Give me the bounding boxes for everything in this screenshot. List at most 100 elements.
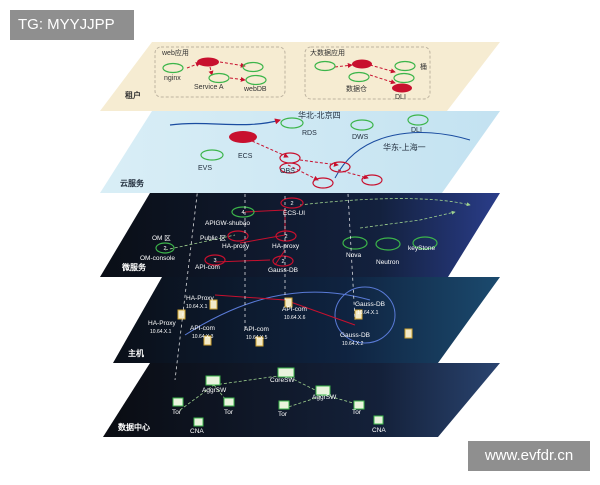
ha-proxy-2-label: HA-Proxy [148, 320, 177, 327]
cna-1-icon [193, 417, 204, 427]
nova-node [342, 236, 368, 250]
ha-proxy-2-ip: 10.64.X.1 [150, 329, 172, 335]
gauss-db-2-label: Gauss-DB [340, 332, 370, 339]
tor-3-icon [278, 400, 290, 410]
microservice-plane [100, 193, 500, 277]
webdb-node-1 [242, 61, 264, 73]
cna-1-label: CNA [190, 428, 204, 435]
evs-label: EVS [198, 165, 212, 172]
nginx-node [162, 62, 184, 74]
datacenter-plane [103, 363, 500, 437]
warehouse-label: 数据仓 [346, 84, 367, 93]
tor-4-icon [353, 400, 365, 410]
obs-node-2 [279, 162, 301, 174]
api-com-1-icon [203, 335, 212, 346]
host-layer-label: 主机 [128, 348, 144, 358]
apigw-label: APIGW-shubao [205, 220, 250, 227]
badge-4: 4 [241, 210, 244, 216]
ecs-ui-label: ECS-UI [283, 210, 305, 217]
layer-datacenter: AggrSW AggrSW CoreSW Tor Tor Tor Tor CNA… [103, 363, 500, 437]
service-a-node [208, 72, 230, 84]
tenant-red-links [186, 61, 396, 85]
ha-proxy-1-ip: 10.64.X.1 [186, 304, 208, 310]
rds-node [280, 117, 304, 129]
tor-1-label: Tor [172, 409, 182, 416]
om-console-label: OM-console [140, 255, 175, 262]
tenant-dli-node-1 [393, 72, 415, 84]
nginx-label: nginx [164, 75, 181, 82]
cloud-dli-label: DLI [411, 127, 422, 134]
ecs-label: ECS [238, 153, 253, 160]
tor-4-label: Tor [352, 409, 362, 416]
host-link-curve [184, 291, 371, 336]
dc-links [179, 374, 361, 411]
aggr-sw-2-label: AggrSW [312, 394, 337, 401]
watermark-top-left: TG: MYYJJPP [10, 10, 134, 40]
apigw-node [231, 206, 255, 218]
badge-3: 3 [213, 258, 216, 264]
region-east-label: 华东-上海一 [383, 142, 426, 152]
badge-2d: 2 [281, 259, 284, 265]
aggr-sw-2-icon [315, 385, 331, 396]
api-com-2-label: API-com [244, 326, 269, 333]
ha-proxy-1-label: HA-Proxy [186, 295, 215, 302]
obs-node-3 [329, 161, 351, 173]
service-a-label: Service A [194, 84, 224, 91]
tenant-dli-node-red [392, 83, 412, 93]
om-console-node [155, 242, 175, 254]
dc-icons [172, 367, 384, 427]
api-com-node [204, 254, 226, 266]
ha-proxy-a-label: HA-proxy [222, 243, 250, 250]
dws-label: DWS [352, 134, 369, 141]
region-north-label: 华北-北京四 [298, 110, 341, 120]
core-sw-label: CoreSW [270, 377, 295, 384]
cloud-plane [100, 111, 500, 193]
cloud-nodes [200, 114, 429, 189]
api-com-label: API-com [195, 264, 220, 271]
api-com-2-ip: 10.64.X.5 [246, 335, 268, 341]
keystone-node [412, 236, 438, 250]
gauss-db-2-icon [404, 328, 413, 339]
api-com-3-label: API-com [282, 306, 307, 313]
obs-label: OBS [280, 168, 295, 175]
bigdata-app-title: 大数据应用 [310, 48, 345, 57]
tor-2-icon [223, 397, 235, 407]
obs-node-5 [361, 174, 383, 186]
layer-microservice: 4 2 2 2 2 3 APIGW-shubao ECS-UI OM 区 Pub… [100, 193, 500, 277]
layer-host: HA-Proxy 10.64.X.1 HA-Proxy 10.64.X.1 AP… [113, 277, 500, 363]
dws-node [350, 119, 374, 131]
cna-2-label: CNA [372, 427, 386, 434]
datacenter-layer-label: 数据中心 [118, 422, 150, 432]
ha-proxy-2-icon [177, 309, 186, 320]
public-zone-label: Public 区 [200, 234, 227, 242]
host-icons [177, 297, 413, 347]
gauss-db-1-label: Gauss-DB [355, 301, 385, 308]
webdb-node-2 [245, 74, 267, 86]
tor-1-icon [172, 397, 184, 407]
cloud-layer-label: 云服务 [120, 178, 145, 188]
gauss-db-node [272, 255, 294, 267]
warehouse-node [348, 71, 370, 83]
microservice-layer-label: 微服务 [121, 262, 147, 272]
bigdata-node-1 [314, 60, 336, 72]
badge-2b: 2 [163, 246, 166, 252]
watermark-bottom-right: www.evfdr.cn [468, 441, 590, 471]
gauss-db-1-ip: 10.64.X.1 [357, 310, 379, 316]
evs-node [200, 149, 224, 161]
cloud-curve-top [169, 118, 281, 126]
micro-nodes [155, 197, 438, 267]
neutron-node [375, 237, 401, 251]
api-com-1-label: API-com [190, 325, 215, 332]
api-com-1-ip: 10.64.X.3 [192, 334, 214, 340]
bucket-node [394, 60, 416, 72]
obs-node-4 [312, 177, 334, 189]
rds-label: RDS [302, 130, 317, 137]
webdb-label: webDB [243, 86, 267, 93]
ecs-node [229, 131, 257, 143]
gauss-db-label: Gauss-DB [268, 267, 298, 274]
ecs-ui-node [280, 197, 304, 209]
tenant-layer-label: 租户 [125, 90, 141, 100]
cloud-dli-node [407, 114, 429, 126]
om-zone-label: OM 区 [152, 234, 171, 242]
